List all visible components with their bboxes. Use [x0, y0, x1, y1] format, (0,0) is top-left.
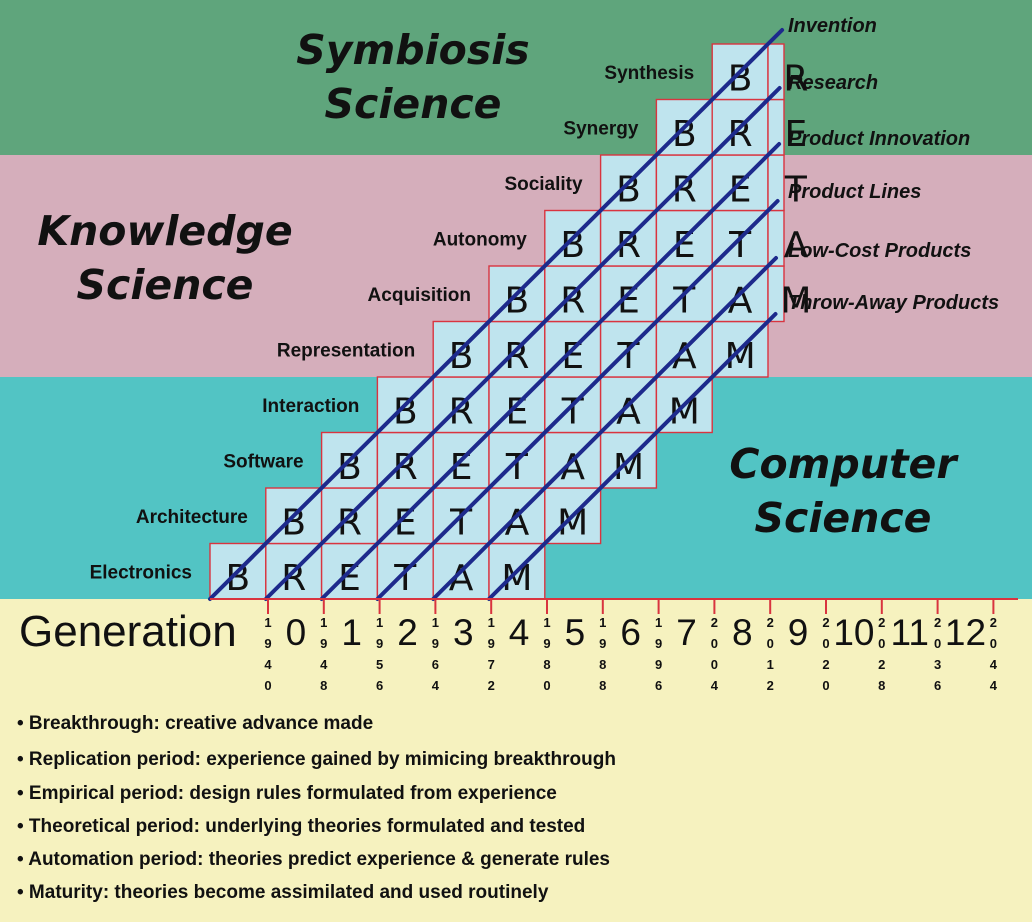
diagonals-layer	[208, 28, 785, 601]
generation-number-3: 3	[453, 612, 474, 653]
row-label-acquisition: Acquisition	[368, 285, 471, 306]
generation-number-7: 7	[676, 612, 697, 653]
cell-letter: M	[557, 503, 588, 544]
row-label-sociality: Sociality	[504, 174, 583, 195]
legend-item-theoretical: • Theoretical period: underlying theorie…	[17, 816, 585, 837]
computer-title-line1: Computer	[729, 440, 959, 488]
computer-title-line2: Science	[755, 494, 932, 542]
cell-letter: T	[784, 170, 808, 211]
phase-label-research: Research	[788, 72, 878, 94]
generation-number-5: 5	[565, 612, 586, 653]
cell-synthesis-R	[767, 43, 785, 101]
row-label-synthesis: Synthesis	[604, 63, 694, 84]
knowledge-title-line2: Science	[77, 261, 254, 309]
row-label-interaction: Interaction	[262, 396, 359, 417]
phase-label-low-cost-products: Low-Cost Products	[788, 240, 971, 262]
cell-letter: M	[669, 392, 700, 433]
generation-number-10: 10	[833, 612, 874, 653]
symbiosis-title-line1: Symbiosis	[296, 26, 529, 74]
generation-title: Generation	[19, 607, 237, 656]
cell-letter: M	[501, 558, 532, 599]
row-label-representation: Representation	[277, 340, 415, 361]
symbiosis-title-line2: Science	[325, 80, 502, 128]
row-label-electronics: Electronics	[90, 562, 192, 583]
row-label-software: Software	[223, 451, 303, 472]
diagonal-E	[319, 142, 782, 601]
legend-item-maturity: • Maturity: theories become assimilated …	[17, 882, 549, 903]
diagonal-A	[431, 256, 778, 601]
diagonal-T	[375, 199, 780, 601]
diagonal-B	[208, 28, 785, 601]
legend-item-empirical: • Empirical period: design rules formula…	[17, 783, 557, 804]
row-label-architecture: Architecture	[136, 507, 248, 528]
phase-label-product-innovation: Product Innovation	[788, 128, 970, 150]
row-label-synergy: Synergy	[563, 118, 638, 139]
row-labels-layer: Electronics Architecture Software Interacti…	[90, 63, 695, 583]
row-label-autonomy: Autonomy	[433, 229, 527, 250]
generation-number-12: 12	[945, 612, 986, 653]
cell-letter: A	[784, 225, 809, 266]
symbiosis-science-band	[0, 0, 1032, 155]
cell-letter: M	[780, 281, 811, 322]
generation-band	[0, 599, 1032, 922]
generation-number-11: 11	[890, 612, 928, 653]
generation-number-0: 0	[286, 612, 307, 653]
legend-item-automation: • Automation period: theories predict ex…	[17, 849, 610, 870]
phase-label-throw-away-products: Throw-Away Products	[788, 292, 999, 314]
legend-item-breakthrough: • Breakthrough: creative advance made	[17, 713, 373, 734]
generation-number-4: 4	[509, 612, 530, 653]
cell-letter: M	[725, 336, 756, 377]
knowledge-title-line1: Knowledge	[37, 207, 292, 255]
cell-letter: R	[783, 59, 808, 100]
cell-letter: E	[785, 114, 808, 155]
phase-label-invention: Invention	[788, 15, 877, 37]
generation-number-1: 1	[341, 612, 362, 653]
phase-label-product-lines: Product Lines	[788, 181, 921, 203]
generation-number-2: 2	[397, 612, 418, 653]
legend-item-replication: • Replication period: experience gained …	[17, 749, 616, 770]
generation-number-8: 8	[732, 612, 753, 653]
cell-letter: M	[613, 447, 644, 488]
generation-number-9: 9	[788, 612, 809, 653]
generation-number-6: 6	[620, 612, 641, 653]
diagonal-M	[487, 312, 778, 601]
diagonal-R	[263, 86, 782, 601]
ticks-layer	[267, 599, 995, 614]
